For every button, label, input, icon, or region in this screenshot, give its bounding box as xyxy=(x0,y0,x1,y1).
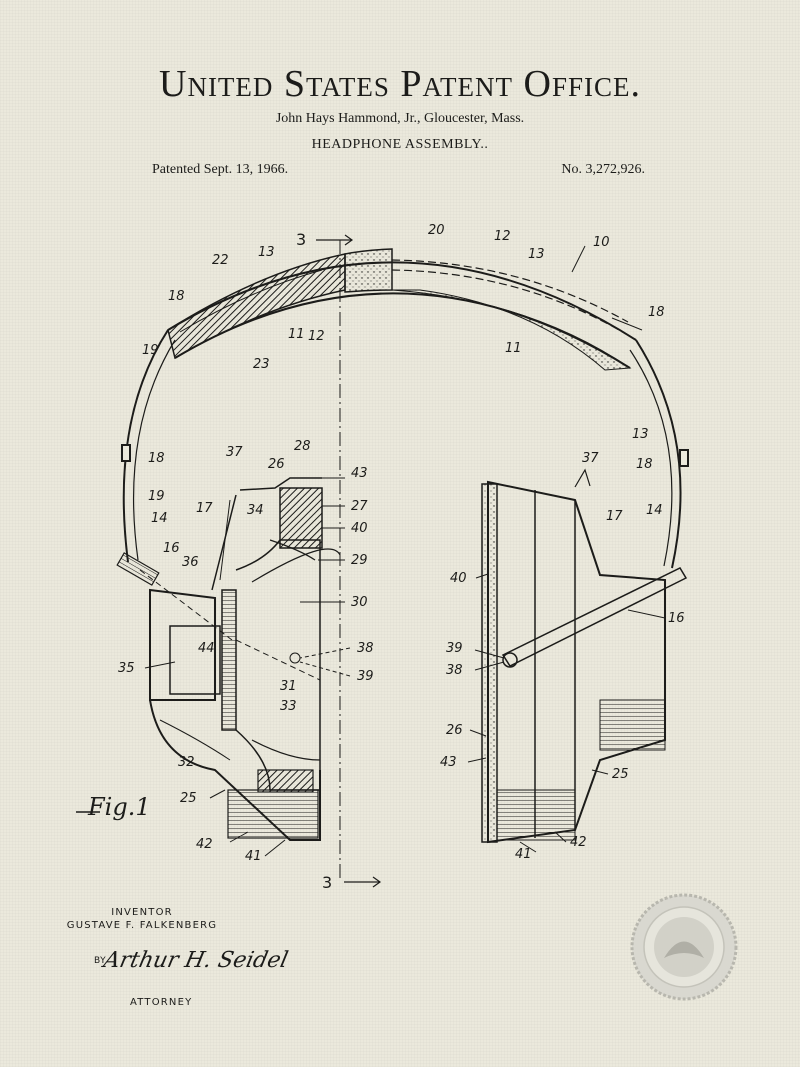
ref-label: 13 xyxy=(528,247,545,262)
ref-label: 25 xyxy=(612,767,629,782)
ref-label: 27 xyxy=(351,499,368,514)
ref-label: 30 xyxy=(351,595,368,610)
ref-label: 17 xyxy=(196,501,213,516)
left-earcup xyxy=(116,477,341,841)
ref-label: 43 xyxy=(440,755,457,770)
ref-label: 26 xyxy=(446,723,463,738)
ref-label: 17 xyxy=(606,509,623,524)
ref-label: 14 xyxy=(646,503,663,518)
ref-label: 20 xyxy=(428,223,445,238)
ref-label: 11 xyxy=(505,341,522,356)
patent-date: Patented Sept. 13, 1966. xyxy=(152,162,289,177)
ref-label: 42 xyxy=(570,835,587,850)
ref-label: 44 xyxy=(198,641,215,656)
ref-label: 40 xyxy=(351,521,368,536)
ref-label: 16 xyxy=(163,541,180,556)
attorney-label: ATTORNEY xyxy=(130,997,193,1008)
invention-title: HEADPHONE ASSEMBLY.. xyxy=(311,137,489,152)
ref-label: 18 xyxy=(148,451,165,466)
ref-label: 13 xyxy=(258,245,275,260)
ref-label: 38 xyxy=(357,641,374,656)
attorney-signature: Arthur H. Seidel xyxy=(101,948,291,973)
ref-label: 43 xyxy=(351,466,368,481)
ref-label: 28 xyxy=(294,439,311,454)
ref-label: 12 xyxy=(308,329,325,344)
figure-label: Fig.1 xyxy=(87,793,151,821)
reference-labels: 10 20 12 13 18 22 13 18 11 12 19 23 11 1… xyxy=(118,223,685,864)
ref-label: 40 xyxy=(450,571,467,586)
ref-label: 37 xyxy=(582,451,599,466)
ref-label: 18 xyxy=(648,305,665,320)
inventor-heading: INVENTOR xyxy=(111,907,173,918)
inventor-line: John Hays Hammond, Jr., Gloucester, Mass… xyxy=(275,111,525,126)
ref-label: 13 xyxy=(632,427,649,442)
ref-label: 19 xyxy=(142,343,159,358)
ref-label: 11 xyxy=(288,327,305,342)
ref-label: 39 xyxy=(357,669,374,684)
ref-label: 31 xyxy=(280,679,297,694)
ref-label: 41 xyxy=(515,847,532,862)
right-earcup xyxy=(481,468,688,844)
ref-label: 35 xyxy=(118,661,135,676)
ref-label: 12 xyxy=(494,229,511,244)
ref-label: 42 xyxy=(196,837,213,852)
section-mark-bottom: 3 xyxy=(322,873,332,892)
ref-label: 18 xyxy=(636,457,653,472)
ref-label: 41 xyxy=(245,849,262,864)
ref-label: 25 xyxy=(180,791,197,806)
ref-label: 16 xyxy=(668,611,685,626)
ref-label: 22 xyxy=(212,253,229,268)
headband xyxy=(121,248,689,569)
ref-label: 34 xyxy=(247,503,264,518)
ref-label: 38 xyxy=(446,663,463,678)
ref-label: 18 xyxy=(168,289,185,304)
ref-label: 14 xyxy=(151,511,168,526)
page-title: United States Patent Office. xyxy=(159,63,641,105)
ref-label: 19 xyxy=(148,489,165,504)
ref-label: 29 xyxy=(351,553,368,568)
ref-label: 36 xyxy=(182,555,199,570)
ref-label: 37 xyxy=(226,445,243,460)
section-mark-top: 3 xyxy=(296,230,306,249)
ref-label: 33 xyxy=(280,699,297,714)
patent-number: No. 3,272,926. xyxy=(561,162,645,177)
by-label: BY xyxy=(94,956,107,966)
ref-label: 23 xyxy=(253,357,270,372)
seal-emblem xyxy=(630,893,738,1001)
ref-label: 32 xyxy=(178,755,195,770)
leader-lines xyxy=(144,245,666,857)
inventor-name: GUSTAVE F. FALKENBERG xyxy=(66,920,218,931)
ref-label: 26 xyxy=(268,457,285,472)
ref-label: 10 xyxy=(593,235,610,250)
ref-label: 39 xyxy=(446,641,463,656)
